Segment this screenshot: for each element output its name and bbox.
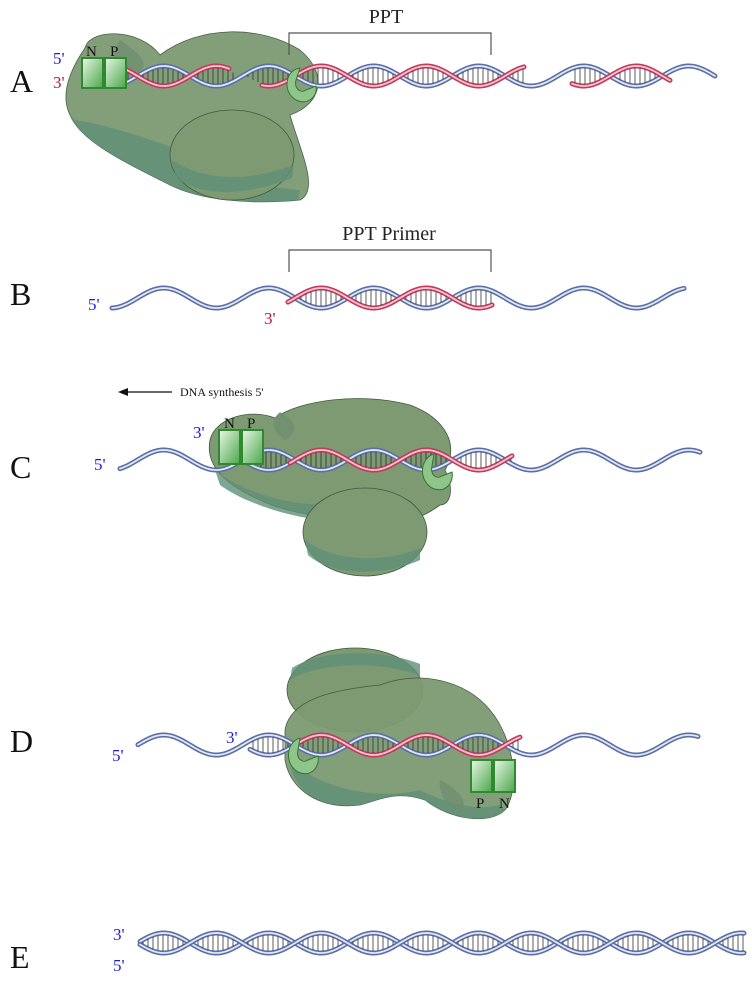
polymerase-boxes-c: N P	[218, 416, 264, 465]
box-p-label: P	[110, 44, 118, 60]
end-5-label-d: 5'	[112, 746, 124, 765]
strand-ribbon-highlight	[571, 65, 671, 87]
strand-ribbon-highlight	[119, 449, 701, 471]
panel-e: E 3' 5'	[10, 925, 747, 975]
base-pairs-b	[300, 290, 492, 306]
ppt-bracket	[288, 32, 492, 55]
box-n-label: N	[86, 44, 97, 60]
end-3-label-e: 3'	[113, 925, 125, 944]
helix-b-rna	[285, 285, 495, 311]
strand-ribbon-highlight	[289, 449, 513, 471]
box-n-icon	[218, 429, 241, 465]
helix-e-strand-2	[137, 930, 747, 956]
strand-ribbon-highlight	[137, 734, 699, 756]
end-5-label-a: 5'	[53, 49, 65, 68]
panel-b: B 5' 3' PPT Primer	[10, 223, 687, 328]
rnase-h-domain-icon	[422, 453, 453, 490]
panel-label-a: A	[10, 63, 33, 99]
rt-enzyme	[208, 398, 452, 577]
box-n-label: N	[499, 796, 510, 812]
end-5-label-c: 5'	[94, 455, 106, 474]
panel-c: C DNA synthesis 5' N P 5' 3'	[10, 385, 703, 577]
polymerase-boxes-d: P N	[470, 759, 516, 812]
rt-enzyme	[65, 31, 319, 203]
strand-ribbon-highlight	[287, 287, 493, 309]
box-p-icon	[470, 759, 493, 793]
box-p-label: P	[476, 796, 484, 812]
box-p-icon	[104, 57, 127, 89]
end-3-label-a: 3'	[53, 73, 65, 92]
box-p-icon	[241, 429, 264, 465]
strand-ribbon-highlight	[139, 932, 745, 954]
polymerase-boxes-a: N P	[81, 44, 127, 89]
ppt-primer-label: PPT Primer	[342, 223, 436, 245]
end-3-label-b: 3'	[264, 309, 276, 328]
box-p-label: P	[247, 416, 255, 432]
panel-label-d: D	[10, 723, 33, 759]
panel-d: D P N 5' 3'	[10, 647, 701, 820]
base-pairs-d	[252, 737, 519, 753]
panel-a: A N P 5' 3' PPT	[10, 6, 718, 203]
helix-d-rna	[297, 732, 523, 758]
end-5-label-e: 5'	[113, 956, 125, 975]
rt-enzyme	[284, 647, 514, 820]
panel-label-c: C	[10, 449, 31, 485]
end-5-label-b: 5'	[88, 295, 100, 314]
dna-synthesis-label: DNA synthesis 5'	[180, 385, 264, 399]
helix-c-rna	[287, 447, 515, 473]
synthesis-direction-arrow: DNA synthesis 5'	[118, 385, 264, 399]
strand-ribbon-highlight	[261, 65, 525, 87]
box-n-icon	[81, 57, 104, 89]
ppt-label: PPT	[369, 6, 403, 28]
helix-d-dna	[135, 732, 701, 758]
strand-ribbon-highlight	[299, 734, 521, 756]
rnase-h-domain-icon	[288, 737, 319, 774]
box-n-icon	[493, 759, 516, 793]
panel-label-b: B	[10, 276, 31, 312]
helix-c-dna	[117, 447, 703, 473]
ppt-primer-bracket	[288, 249, 492, 272]
panel-label-e: E	[10, 939, 30, 975]
box-n-label: N	[224, 416, 235, 432]
arrow-left-icon	[118, 388, 128, 396]
base-pairs-a2	[574, 68, 656, 84]
base-pairs-e	[142, 935, 744, 951]
end-3-label-c: 3'	[193, 423, 205, 442]
helix-a-rna	[102, 63, 673, 89]
end-3-label-d: 3'	[226, 728, 238, 747]
rnase-h-domain-icon	[286, 67, 317, 103]
